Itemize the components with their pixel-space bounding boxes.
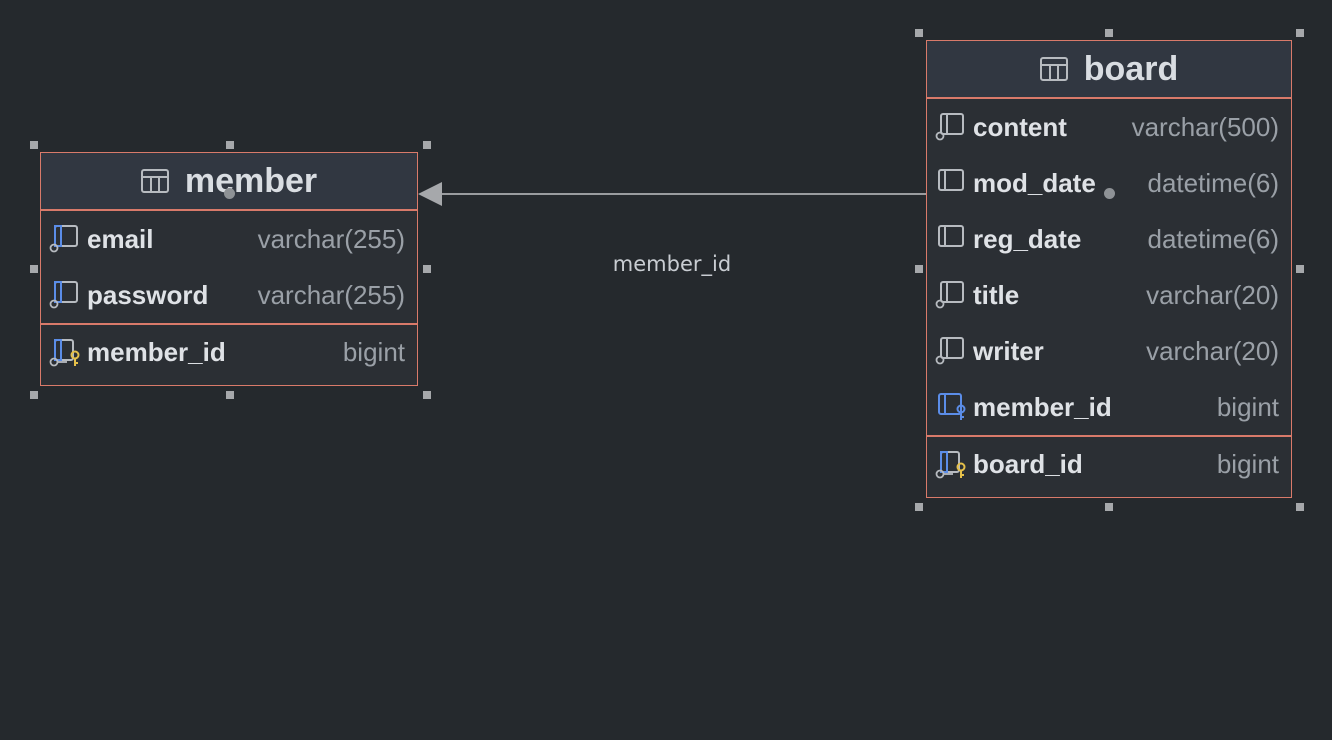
table-icon <box>1039 57 1068 81</box>
primary-key-icon <box>935 451 967 479</box>
column-icon <box>935 113 967 141</box>
column-type: bigint <box>1216 448 1279 479</box>
table-header-board[interactable]: board <box>927 41 1291 99</box>
column-row[interactable]: title varchar(20) <box>927 267 1291 323</box>
resize-handle[interactable] <box>423 265 431 273</box>
resize-handle[interactable] <box>1296 503 1304 511</box>
resize-handle[interactable] <box>915 503 923 511</box>
table-header-member[interactable]: member <box>41 153 417 211</box>
column-icon <box>935 337 967 365</box>
foreign-key-icon <box>935 393 967 421</box>
column-name: content <box>973 111 1067 142</box>
connection-point[interactable] <box>224 188 235 199</box>
column-type: varchar(20) <box>1146 335 1279 366</box>
resize-handle[interactable] <box>423 141 431 149</box>
resize-handle[interactable] <box>1296 29 1304 37</box>
relationship-arrowhead <box>418 182 442 206</box>
table-icon <box>140 169 169 193</box>
connection-point[interactable] <box>1104 188 1115 199</box>
resize-handle[interactable] <box>226 141 234 149</box>
column-row[interactable]: mod_date datetime(6) <box>927 155 1291 211</box>
column-icon <box>935 281 967 309</box>
column-type: varchar(255) <box>257 279 405 310</box>
table-title: board <box>1083 49 1179 88</box>
primary-key-row[interactable]: member_id bigint <box>41 323 417 379</box>
column-name: password <box>87 279 209 310</box>
resize-handle[interactable] <box>30 141 38 149</box>
column-name: board_id <box>973 448 1083 479</box>
resize-handle[interactable] <box>30 391 38 399</box>
column-row[interactable]: content varchar(500) <box>927 99 1291 155</box>
column-name: reg_date <box>973 223 1082 254</box>
resize-handle[interactable] <box>915 29 923 37</box>
resize-handle[interactable] <box>226 391 234 399</box>
resize-handle[interactable] <box>1105 29 1113 37</box>
column-name: title <box>973 279 1020 310</box>
column-icon <box>935 169 967 197</box>
primary-key-row[interactable]: board_id bigint <box>927 435 1291 491</box>
resize-handle[interactable] <box>1296 265 1304 273</box>
primary-key-icon <box>49 339 81 367</box>
column-icon <box>49 225 81 253</box>
resize-handle[interactable] <box>423 391 431 399</box>
column-row[interactable]: password varchar(255) <box>41 267 417 323</box>
column-type: varchar(500) <box>1131 111 1279 142</box>
column-type: datetime(6) <box>1147 223 1280 254</box>
resize-handle[interactable] <box>30 265 38 273</box>
column-row[interactable]: reg_date datetime(6) <box>927 211 1291 267</box>
column-name: mod_date <box>973 167 1096 198</box>
table-title: member <box>184 161 318 200</box>
column-icon <box>935 225 967 253</box>
column-name: member_id <box>973 391 1112 422</box>
resize-handle[interactable] <box>1105 503 1113 511</box>
column-icon <box>49 281 81 309</box>
column-type: varchar(255) <box>257 223 405 254</box>
column-type: datetime(6) <box>1147 167 1280 198</box>
column-type: bigint <box>1216 391 1279 422</box>
column-name: member_id <box>87 336 226 367</box>
table-board[interactable]: board content varchar(500) mod_date <box>926 40 1292 498</box>
foreign-key-row[interactable]: member_id bigint <box>927 379 1291 435</box>
column-name: writer <box>973 335 1044 366</box>
column-type: varchar(20) <box>1146 279 1279 310</box>
column-row[interactable]: email varchar(255) <box>41 211 417 267</box>
column-type: bigint <box>342 336 405 367</box>
resize-handle[interactable] <box>915 265 923 273</box>
column-row[interactable]: writer varchar(20) <box>927 323 1291 379</box>
column-name: email <box>87 223 154 254</box>
